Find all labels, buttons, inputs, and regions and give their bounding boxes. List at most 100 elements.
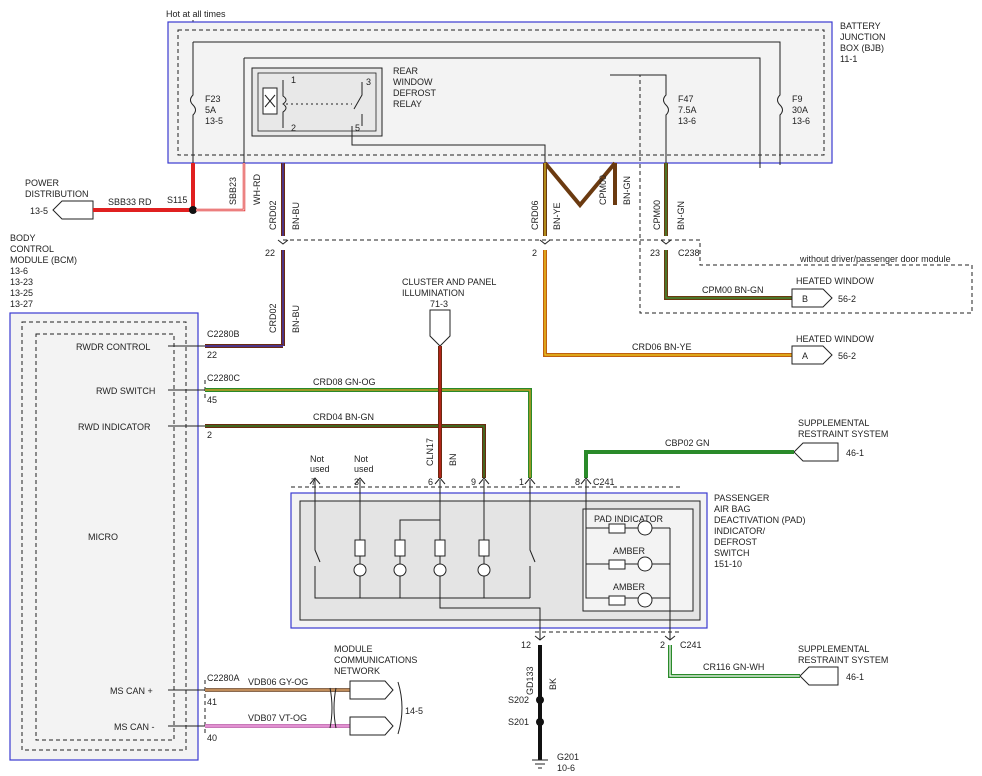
svg-text:SUPPLEMENTAL: SUPPLEMENTAL: [798, 418, 869, 428]
svg-text:2: 2: [532, 248, 537, 258]
svg-text:MS CAN +: MS CAN +: [110, 686, 153, 696]
module-communications-network: MODULE COMMUNICATIONS NETWORK 14-5: [334, 644, 423, 736]
without-door-module-note: without driver/passenger door module: [799, 254, 951, 264]
svg-text:3: 3: [366, 77, 371, 87]
svg-text:CRD02: CRD02: [268, 303, 278, 333]
svg-text:41: 41: [207, 697, 217, 707]
svg-text:INDICATOR/: INDICATOR/: [714, 526, 766, 536]
svg-text:13-25: 13-25: [10, 288, 33, 298]
svg-text:46-1: 46-1: [846, 672, 864, 682]
svg-text:F9: F9: [792, 94, 803, 104]
svg-text:46-1: 46-1: [846, 448, 864, 458]
svg-text:CRD06 BN-YE: CRD06 BN-YE: [632, 342, 692, 352]
svg-text:1: 1: [519, 477, 524, 487]
power-distribution: POWER DISTRIBUTION 13-5: [25, 178, 94, 220]
splice-s115: S115: [167, 195, 187, 205]
supplemental-restraint-connector-2: SUPPLEMENTAL RESTRAINT SYSTEM 46-1: [798, 644, 888, 686]
svg-text:BN-GN: BN-GN: [676, 201, 686, 230]
svg-text:7: 7: [311, 477, 316, 487]
svg-text:1: 1: [291, 75, 296, 85]
svg-text:B: B: [802, 294, 808, 304]
svg-text:C2280C: C2280C: [207, 373, 241, 383]
fuse-f23: F23 5A 13-5: [190, 42, 223, 163]
svg-text:RESTRAINT SYSTEM: RESTRAINT SYSTEM: [798, 429, 888, 439]
svg-text:14-5: 14-5: [405, 706, 423, 716]
supplemental-restraint-connector-1: SUPPLEMENTAL RESTRAINT SYSTEM 46-1: [793, 418, 888, 462]
svg-text:23: 23: [650, 248, 660, 258]
svg-text:SWITCH: SWITCH: [714, 548, 750, 558]
svg-text:used: used: [354, 464, 374, 474]
svg-text:CPM00 BN-GN: CPM00 BN-GN: [702, 285, 764, 295]
svg-text:RWD SWITCH: RWD SWITCH: [96, 386, 155, 396]
svg-text:22: 22: [207, 350, 217, 360]
svg-text:MICRO: MICRO: [88, 532, 118, 542]
svg-text:13-5: 13-5: [30, 206, 48, 216]
svg-text:S201: S201: [508, 717, 529, 727]
rear-window-defrost-relay: 1 2 3 5 REAR WINDOW DEFROST RELAY: [251, 66, 437, 137]
ground-g201: G201: [557, 752, 579, 762]
svg-text:HEATED WINDOW: HEATED WINDOW: [796, 334, 874, 344]
svg-text:F47: F47: [678, 94, 694, 104]
svg-text:BODY: BODY: [10, 233, 36, 243]
svg-text:AIR BAG: AIR BAG: [714, 504, 751, 514]
pad-switch: PASSENGER AIR BAG DEACTIVATION (PAD) IND…: [290, 454, 806, 629]
svg-text:SBB23: SBB23: [228, 177, 238, 205]
svg-text:CRD02: CRD02: [268, 200, 278, 230]
heated-window-b-connector: HEATED WINDOW B 56-2: [791, 276, 874, 308]
svg-text:BN-GN: BN-GN: [622, 176, 632, 205]
svg-text:CBP02 GN: CBP02 GN: [665, 438, 710, 448]
svg-text:HEATED WINDOW: HEATED WINDOW: [796, 276, 874, 286]
svg-text:BN: BN: [448, 453, 458, 466]
svg-text:C2280A: C2280A: [207, 673, 240, 683]
svg-text:CONTROL: CONTROL: [10, 244, 54, 254]
svg-text:NETWORK: NETWORK: [334, 666, 380, 676]
svg-text:C238: C238: [678, 248, 700, 258]
svg-text:40: 40: [207, 733, 217, 743]
svg-text:AMBER: AMBER: [613, 582, 646, 592]
svg-text:13-6: 13-6: [10, 266, 28, 276]
body-control-module: BODY CONTROL MODULE (BCM) 13-6 13-23 13-…: [9, 233, 199, 761]
heated-window-a-connector: HEATED WINDOW A 56-2: [791, 334, 874, 365]
svg-text:7.5A: 7.5A: [678, 105, 697, 115]
svg-text:used: used: [310, 464, 330, 474]
svg-text:13-6: 13-6: [792, 116, 810, 126]
hot-at-all-times-label: Hot at all times: [166, 9, 226, 19]
svg-text:BN-BU: BN-BU: [291, 305, 301, 333]
svg-text:C241: C241: [593, 477, 615, 487]
svg-text:CPM00: CPM00: [598, 175, 608, 205]
svg-text:C2280B: C2280B: [207, 329, 240, 339]
svg-text:COMMUNICATIONS: COMMUNICATIONS: [334, 655, 417, 665]
svg-text:BN-BU: BN-BU: [291, 202, 301, 230]
svg-text:VDB07 VT-OG: VDB07 VT-OG: [248, 713, 307, 723]
svg-text:13-23: 13-23: [10, 277, 33, 287]
svg-text:RWD INDICATOR: RWD INDICATOR: [78, 422, 151, 432]
svg-text:DEFROST: DEFROST: [714, 537, 758, 547]
svg-text:PASSENGER: PASSENGER: [714, 493, 770, 503]
svg-text:VDB06 GY-OG: VDB06 GY-OG: [248, 677, 308, 687]
svg-text:RWDR CONTROL: RWDR CONTROL: [76, 342, 150, 352]
svg-text:CPM00: CPM00: [652, 200, 662, 230]
svg-text:56-2: 56-2: [838, 351, 856, 361]
svg-text:RESTRAINT SYSTEM: RESTRAINT SYSTEM: [798, 655, 888, 665]
svg-text:56-2: 56-2: [838, 294, 856, 304]
svg-text:151-10: 151-10: [714, 559, 742, 569]
svg-text:JUNCTION: JUNCTION: [840, 32, 886, 42]
svg-text:Not: Not: [354, 454, 369, 464]
svg-text:9: 9: [471, 477, 476, 487]
svg-text:POWER: POWER: [25, 178, 60, 188]
svg-text:5A: 5A: [205, 105, 216, 115]
svg-text:CLUSTER AND PANEL: CLUSTER AND PANEL: [402, 277, 496, 287]
svg-text:DISTRIBUTION: DISTRIBUTION: [25, 189, 89, 199]
svg-text:S202: S202: [508, 695, 529, 705]
svg-text:30A: 30A: [792, 105, 808, 115]
svg-text:2: 2: [291, 123, 296, 133]
svg-text:8: 8: [575, 477, 580, 487]
svg-text:F23: F23: [205, 94, 221, 104]
svg-text:C241: C241: [680, 640, 702, 650]
svg-text:REAR: REAR: [393, 66, 419, 76]
svg-text:Not: Not: [310, 454, 325, 464]
svg-text:PAD INDICATOR: PAD INDICATOR: [594, 514, 664, 524]
svg-text:13-5: 13-5: [205, 116, 223, 126]
svg-text:13-27: 13-27: [10, 299, 33, 309]
svg-text:CRD04 BN-GN: CRD04 BN-GN: [313, 412, 374, 422]
